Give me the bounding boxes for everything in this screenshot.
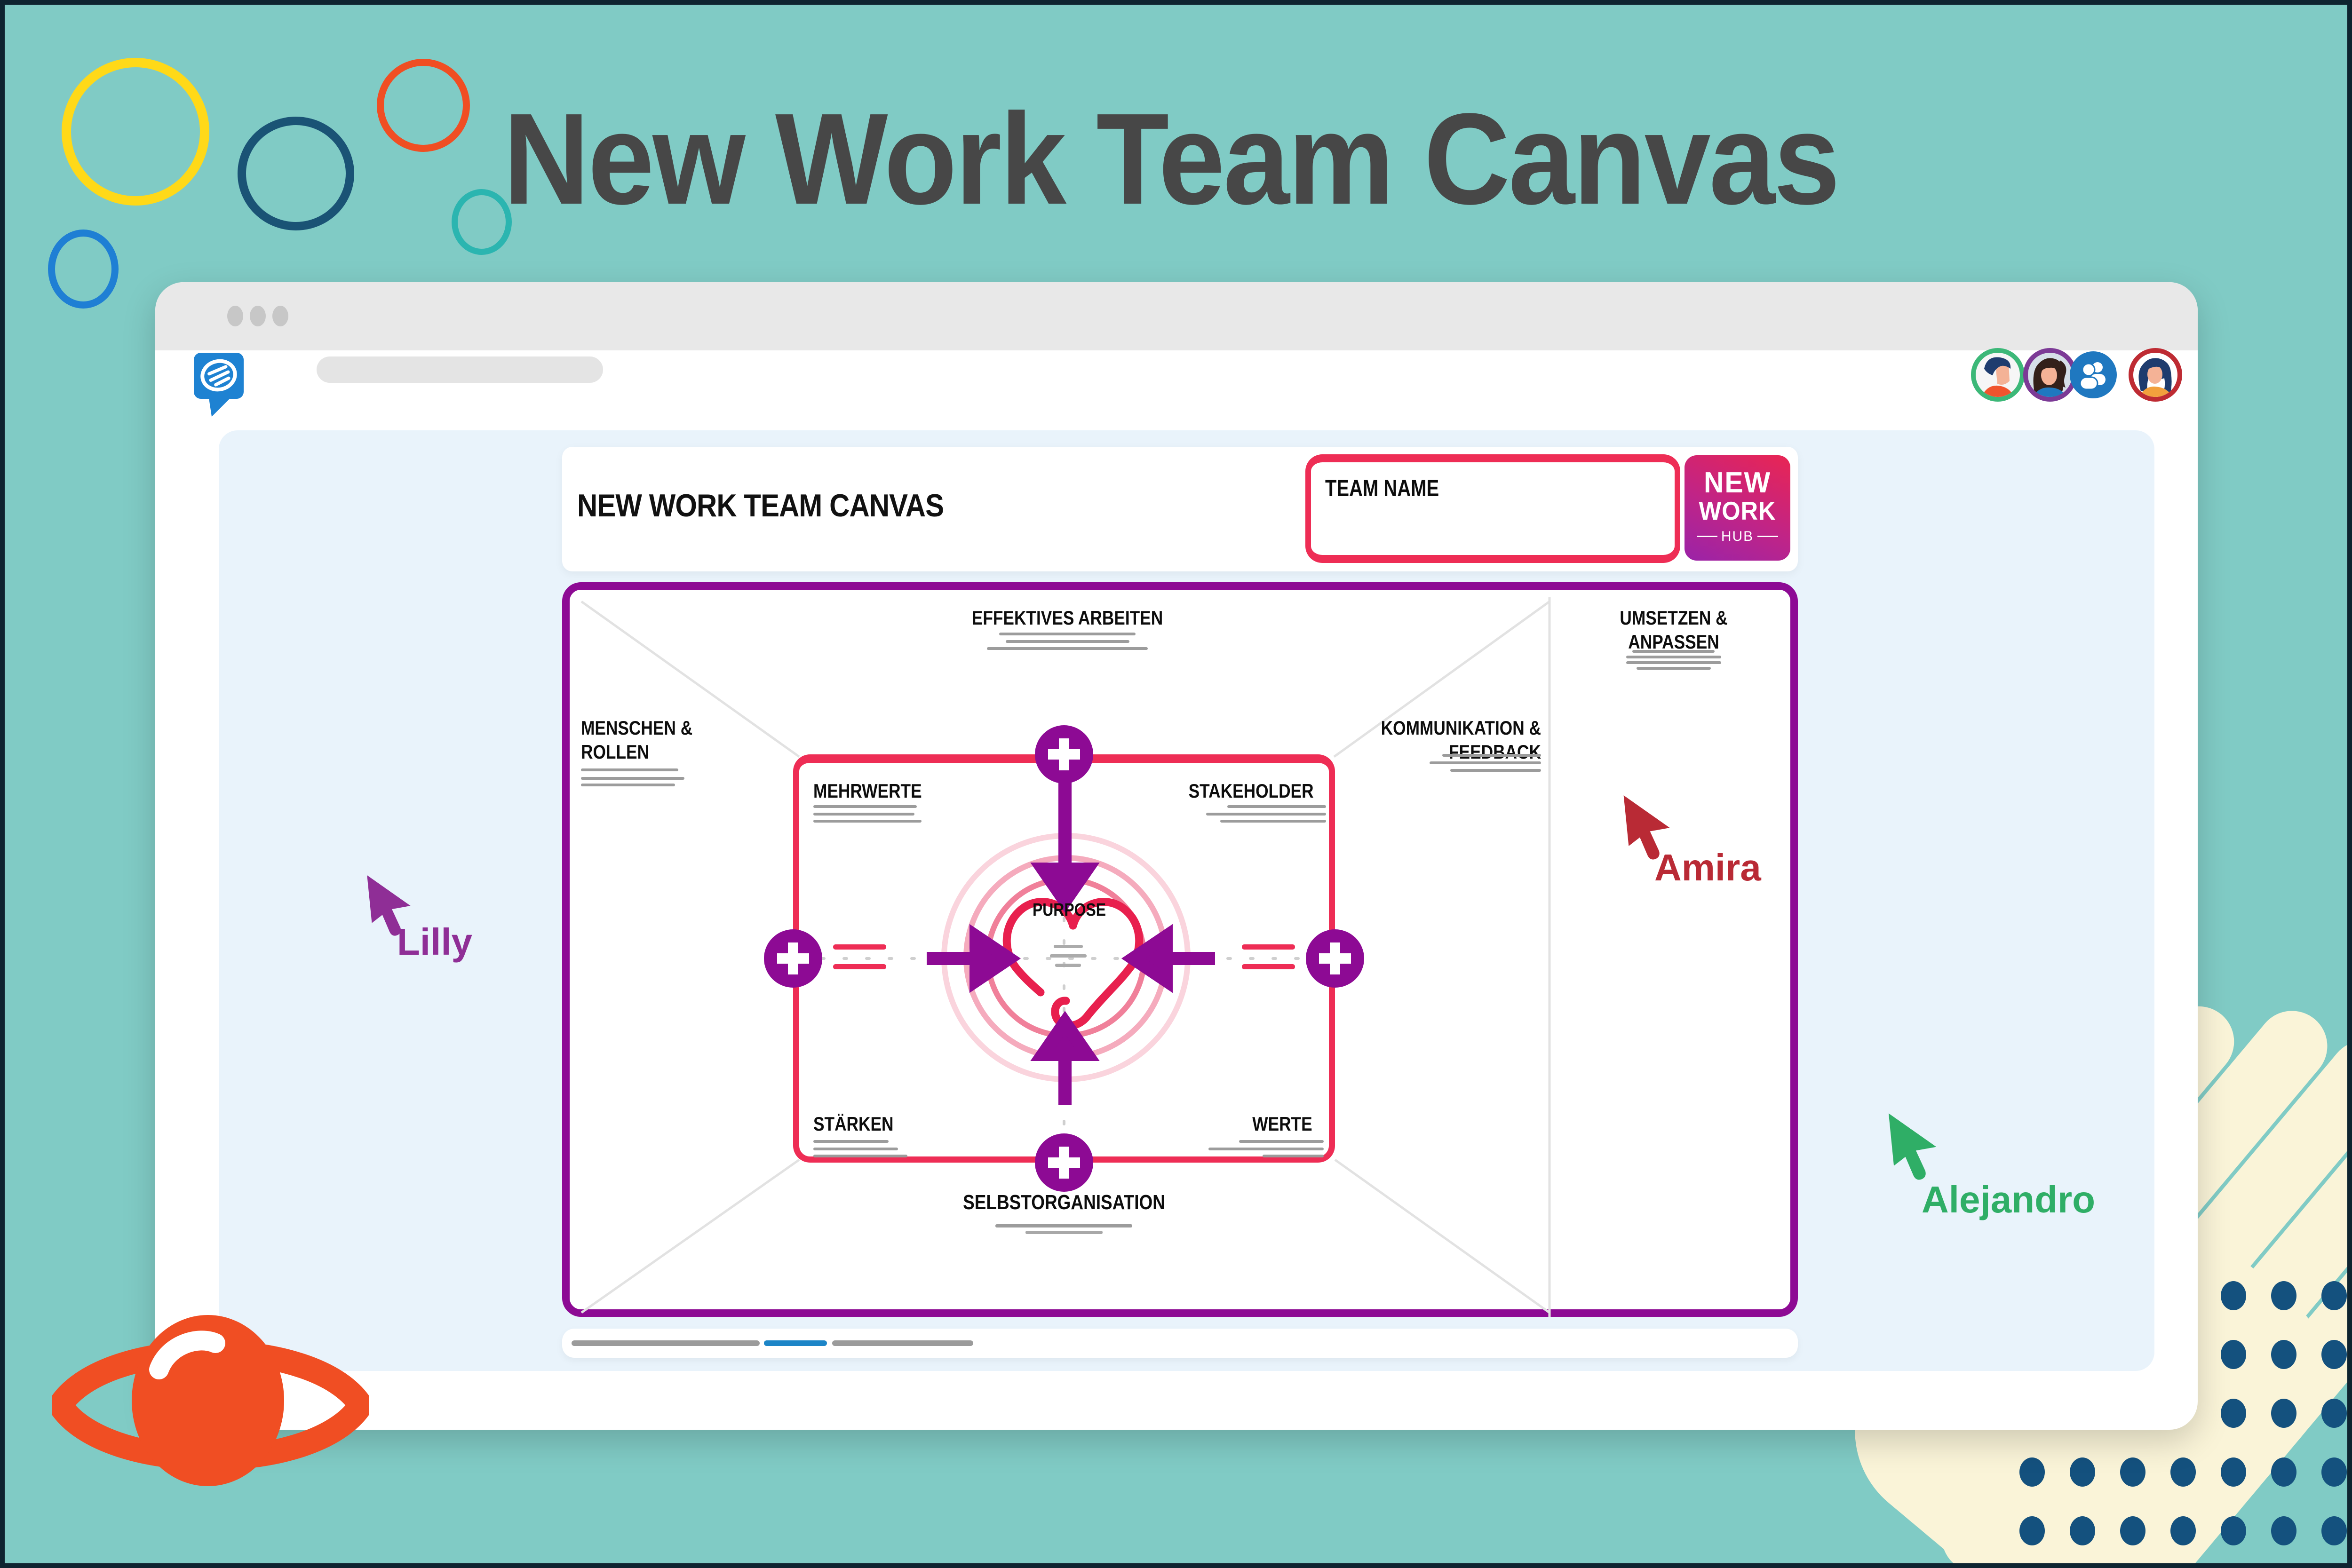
section-kommunikation-feedback: KOMMUNIKATION & FEEDBACK (1381, 717, 1541, 763)
add-item-button-right[interactable] (1306, 929, 1364, 988)
placeholder-line (995, 1224, 1132, 1227)
placeholder-line (581, 768, 678, 771)
placeholder-line (1208, 1148, 1324, 1150)
app-logo-icon[interactable] (193, 352, 246, 419)
section-mehrwerte: MEHRWERTE (813, 780, 922, 802)
hub-logo-line2: WORK (1699, 496, 1776, 525)
placeholder-line (813, 820, 922, 823)
cursor-name-lilly: Lilly (397, 921, 473, 963)
placeholder-line (1632, 650, 1715, 653)
cursor-arrow-icon (1888, 1113, 1937, 1180)
board-header-card: NEW WORK TEAM CANVAS TEAM NAME NEW WORK … (562, 447, 1798, 571)
purpose-label: PURPOSE (1032, 900, 1106, 920)
eye-icon (52, 1315, 369, 1486)
scrollbar-track-right (832, 1340, 973, 1346)
placeholder-line (1206, 813, 1326, 816)
decor-circle-navy (238, 117, 354, 230)
section-stakeholder: STAKEHOLDER (1189, 780, 1314, 802)
avatar-man-green-ring[interactable] (1971, 348, 2025, 402)
placeholder-line (1055, 964, 1081, 967)
cursor-arrow-icon (367, 875, 411, 936)
avatar-woman-purple-ring[interactable] (2023, 348, 2077, 402)
inner-canvas-box: MEHRWERTE STAKEHOLDER STÄRKEN WERTE (793, 754, 1335, 1163)
placeholder-line (999, 633, 1136, 635)
placeholder-line (1430, 761, 1541, 764)
placeholder-line (1050, 954, 1087, 958)
decor-circle-yellow (62, 58, 209, 206)
placeholder-line (1227, 805, 1326, 808)
section-effektives-arbeiten: EFFEKTIVES ARBEITEN (971, 607, 1163, 629)
new-work-hub-logo: NEW WORK HUB (1685, 455, 1790, 561)
decor-circle-red (377, 59, 470, 152)
decor-circle-blue (48, 230, 119, 309)
placeholder-line (813, 1140, 889, 1143)
placeholder-line (1626, 656, 1721, 658)
window-control-dot[interactable] (250, 306, 266, 326)
placeholder-line (581, 784, 675, 786)
placeholder-line (1239, 1140, 1324, 1143)
participants-button[interactable] (2070, 351, 2117, 398)
placeholder-line (1626, 661, 1721, 664)
browser-window: NEW WORK TEAM CANVAS TEAM NAME NEW WORK … (155, 282, 2198, 1430)
hub-logo-line3: HUB (1685, 529, 1790, 545)
team-name-label: TEAM NAME (1325, 475, 1439, 501)
avatar-woman-red-ring[interactable] (2129, 348, 2182, 402)
hub-logo-line1: NEW (1703, 467, 1772, 499)
placeholder-line (581, 777, 684, 780)
dot-grid-pattern (2019, 1281, 2347, 1545)
placeholder-line (1450, 769, 1541, 772)
section-umsetzen-anpassen: UMSETZEN & ANPASSEN (1620, 607, 1728, 653)
heart-swirl-icon (1002, 898, 1144, 1030)
board-title: NEW WORK TEAM CANVAS (577, 488, 944, 523)
placeholder-line (813, 805, 917, 808)
section-menschen-rollen: MENSCHEN & ROLLEN (581, 717, 693, 763)
section-selbstorganisation: SELBSTORGANISATION (963, 1191, 1165, 1214)
placeholder-line (987, 647, 1148, 650)
cursor-name-alejandro: Alejandro (1922, 1179, 2095, 1220)
canvas-guides (580, 597, 1551, 1317)
placeholder-line (813, 1155, 907, 1157)
section-staerken: STÄRKEN (813, 1113, 894, 1135)
cursor-arrow-icon (1623, 795, 1670, 860)
page-title: New Work Team Canvas (503, 87, 1840, 231)
scrollbar-thumb[interactable] (764, 1340, 827, 1346)
window-control-dot[interactable] (227, 306, 243, 326)
placeholder-line (1442, 754, 1541, 757)
add-item-button-left[interactable] (764, 929, 822, 988)
placeholder-line (813, 1148, 898, 1150)
board-canvas-area[interactable]: NEW WORK TEAM CANVAS TEAM NAME NEW WORK … (219, 430, 2154, 1371)
add-item-button-top[interactable] (1035, 725, 1093, 784)
window-titlebar (155, 282, 2198, 350)
placeholder-line (813, 813, 914, 816)
scrollbar-track-left (572, 1340, 760, 1346)
cursor-name-amira: Amira (1654, 847, 1761, 888)
decor-circle-teal (452, 189, 512, 255)
team-name-input[interactable]: TEAM NAME (1305, 454, 1680, 563)
placeholder-line (1025, 1231, 1103, 1234)
placeholder-line (1637, 667, 1711, 670)
placeholder-line (1220, 820, 1326, 823)
placeholder-line (1006, 640, 1129, 643)
placeholder-line (1263, 1155, 1324, 1157)
window-control-dot[interactable] (272, 306, 288, 326)
placeholder-line (1054, 945, 1083, 948)
address-bar[interactable] (317, 356, 603, 383)
team-canvas-template: MEHRWERTE STAKEHOLDER STÄRKEN WERTE (562, 582, 1798, 1317)
add-item-button-bottom[interactable] (1035, 1133, 1093, 1192)
section-werte: WERTE (1252, 1113, 1312, 1135)
board-scrollbar[interactable] (562, 1329, 1798, 1358)
